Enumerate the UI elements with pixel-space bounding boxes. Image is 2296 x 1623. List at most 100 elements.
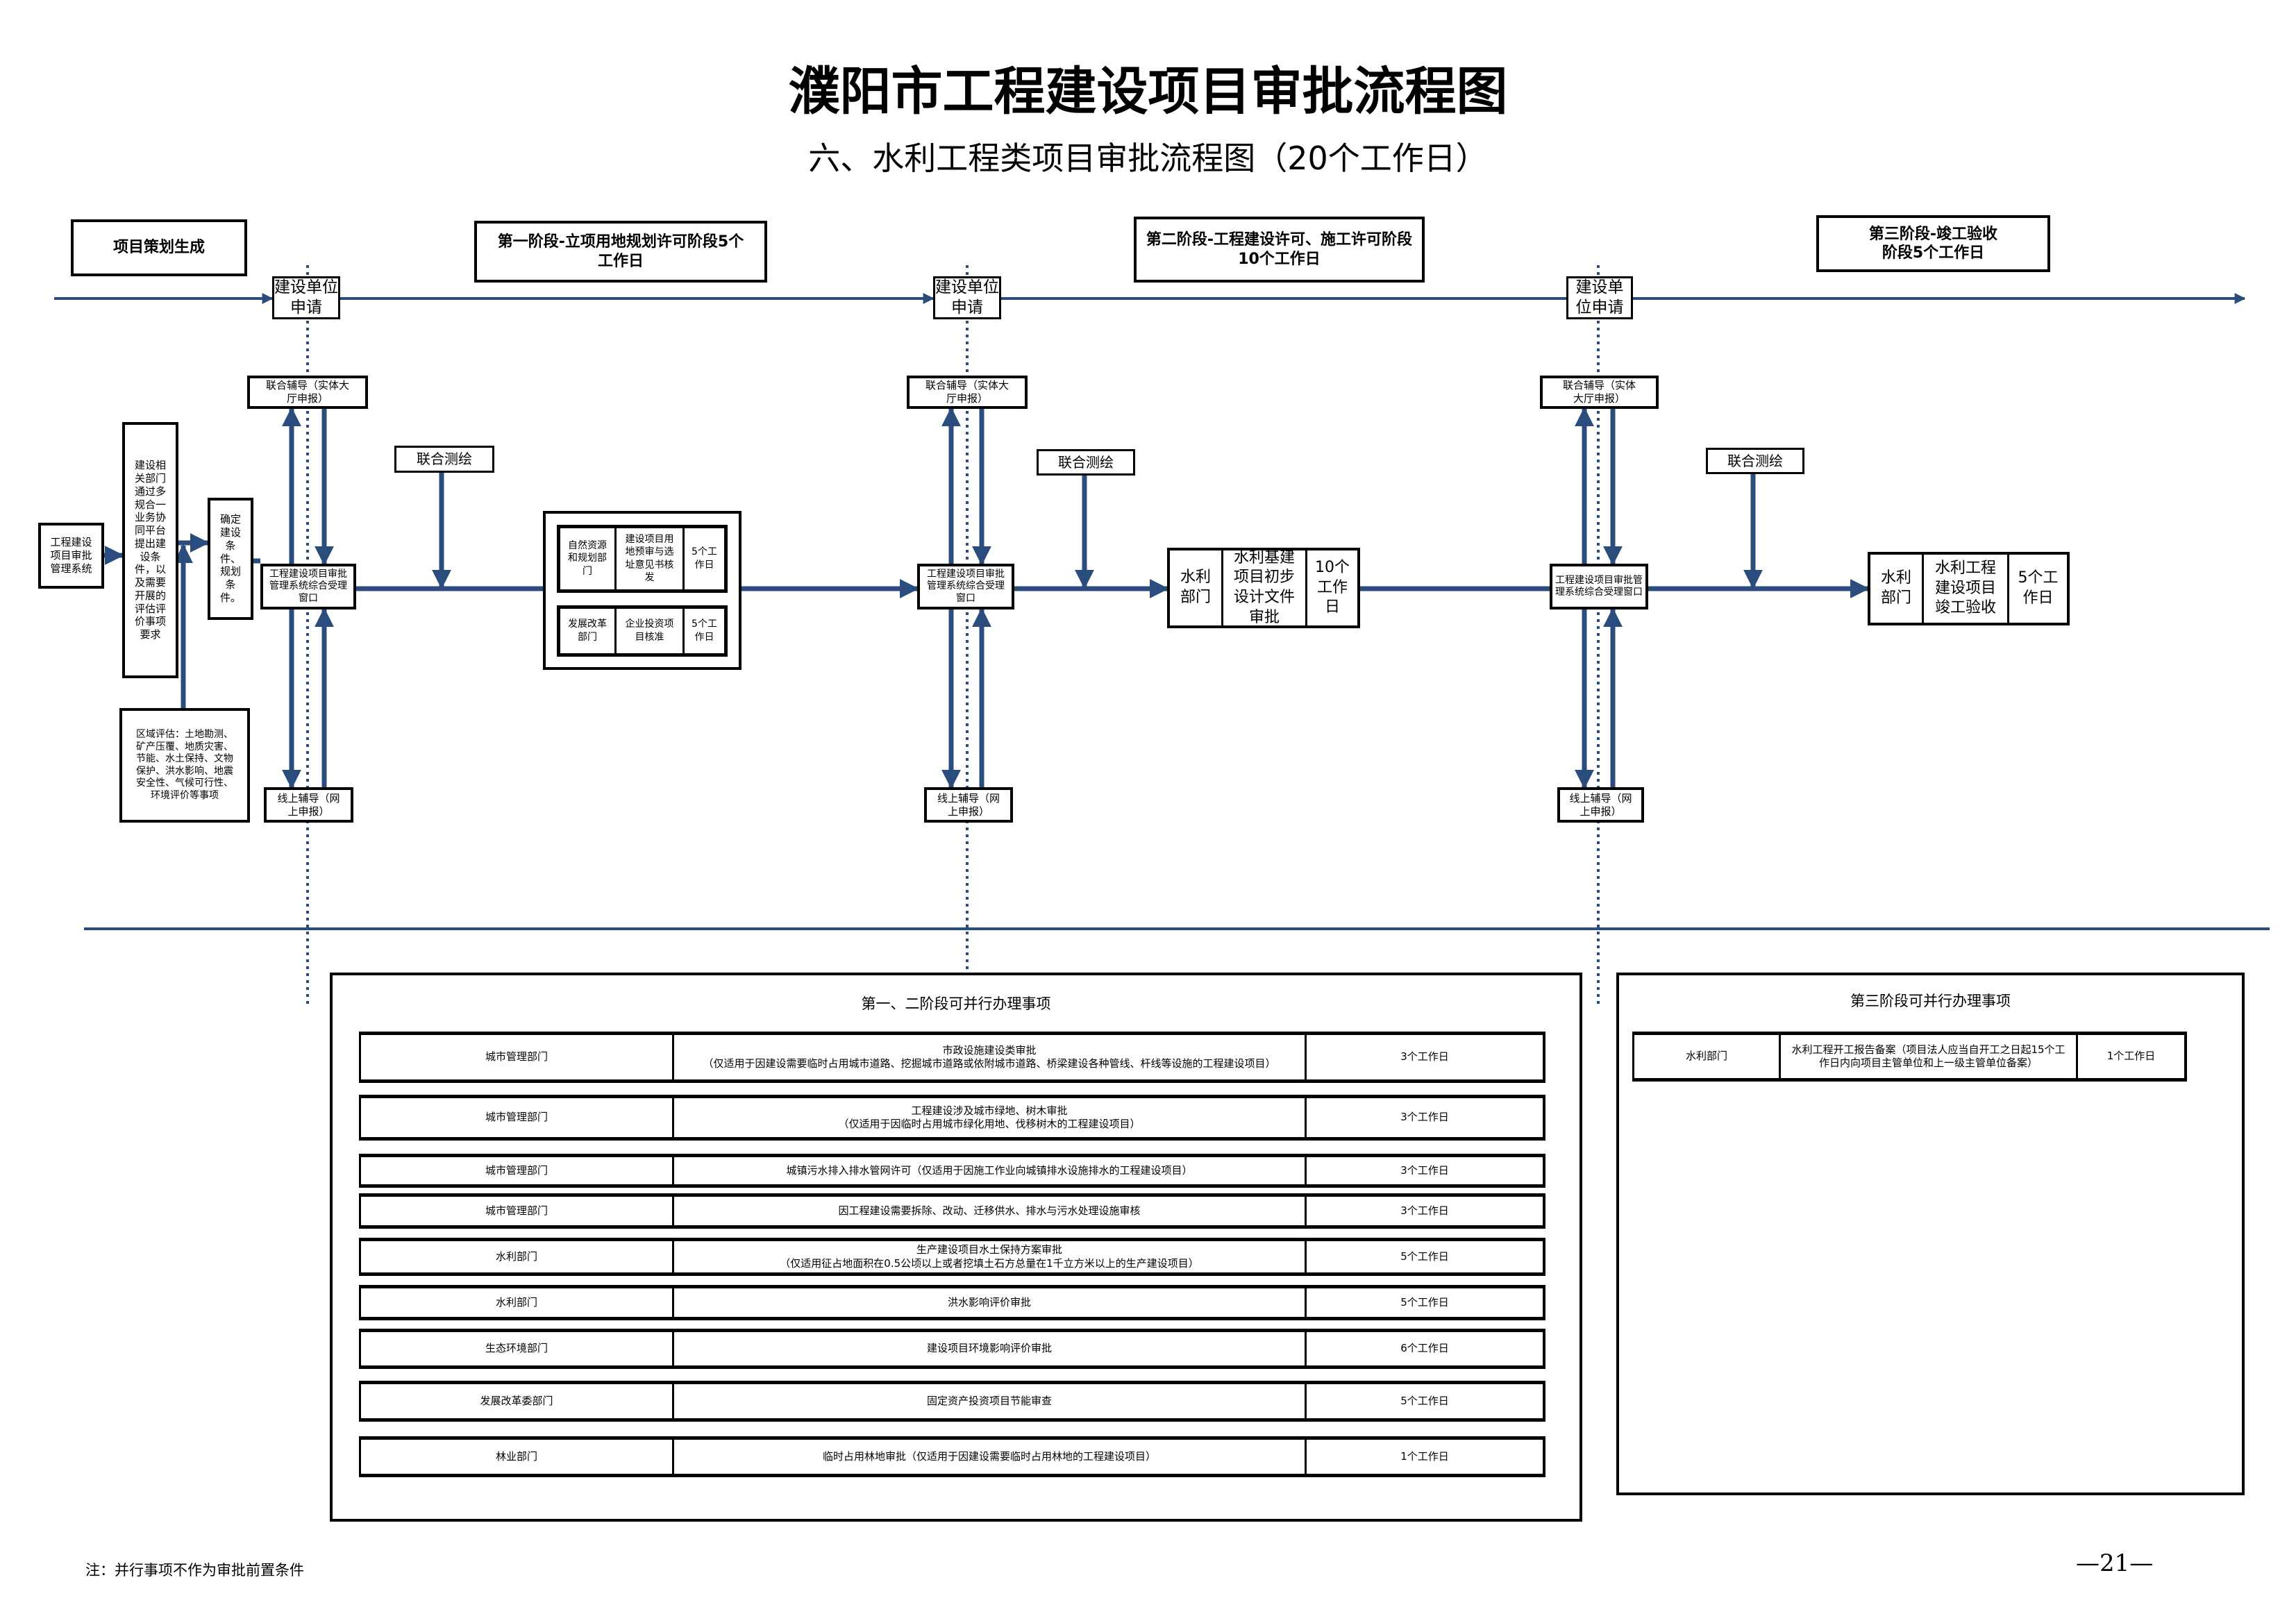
- days-text: 3个工作日: [1400, 1050, 1449, 1063]
- online-guidance-3: 线上辅导（网上申报）: [1557, 787, 1644, 823]
- offline-guidance-2: 联合辅导（实体大厅申报）: [907, 376, 1028, 409]
- item-text: 生产建设项目水土保持方案审批: [916, 1243, 1062, 1256]
- item-text: 临时占用林地审批（仅适用于因建设需要临时占用林地的工程建设项目）: [822, 1449, 1156, 1463]
- approval-system-box: 工程建设项目审批管理系统: [38, 523, 104, 589]
- item-text: 城镇污水排入排水管网许可（仅适用于因施工作业向城镇排水设施排水的工程建设项目）: [786, 1163, 1193, 1177]
- item-note: （仅适用征占地面积在0.5公顷以上或者挖填土石方总量在1千立方米以上的生产建设项…: [780, 1256, 1199, 1270]
- parallel12-dept: 城市管理部门: [361, 1035, 672, 1079]
- joint-survey-1: 联合测绘: [394, 446, 494, 473]
- stage1-item-row: 自然资源和规划部门 建设项目用地预审与选址意见书核发 5个工作日: [557, 524, 728, 593]
- days-text: 5个工作日: [1400, 1250, 1449, 1263]
- stage1-item-name: 建设项目用地预审与选址意见书核发: [614, 528, 682, 589]
- dept-text: 城市管理部门: [485, 1204, 548, 1217]
- acceptance-window-2: 工程建设项目审批管理系统综合受理窗口: [917, 564, 1014, 609]
- item-text: 因工程建设需要拆除、改动、迁移供水、排水与污水处理设施审核: [838, 1204, 1141, 1217]
- dept-text: 城市管理部门: [485, 1163, 548, 1177]
- stage1-items-container: 自然资源和规划部门 建设项目用地预审与选址意见书核发 5个工作日 发展改革部门 …: [543, 511, 741, 670]
- parallel12-row: 林业部门 临时占用林地审批（仅适用于因建设需要临时占用林地的工程建设项目） 1个工作…: [359, 1436, 1545, 1477]
- days-text: 3个工作日: [1400, 1163, 1449, 1177]
- parallel12-item: 建设项目环境影响评价审批: [672, 1332, 1305, 1365]
- online-guidance-2: 线上辅导（网上申报）: [924, 787, 1013, 823]
- parallel12-row: 水利部门 生产建设项目水土保持方案审批（仅适用征占地面积在0.5公顷以上或者挖填土…: [359, 1238, 1545, 1276]
- parallel12-item: 固定资产投资项目节能审查: [672, 1384, 1305, 1418]
- parallel12-row: 城市管理部门 城镇污水排入排水管网许可（仅适用于因施工作业向城镇排水设施排水的工程…: [359, 1154, 1545, 1188]
- offline-guidance-3: 联合辅导（实体大厅申报）: [1540, 376, 1659, 409]
- stage1-item-row: 发展改革部门 企业投资项目核准 5个工作日: [557, 605, 728, 657]
- parallel12-dept: 水利部门: [361, 1288, 672, 1317]
- apply-box-1: 建设单位申请: [272, 276, 340, 319]
- days-text: 1个工作日: [1400, 1449, 1449, 1463]
- item-note: （仅适用于因临时占用城市绿化用地、伐移树木的工程建设项目）: [838, 1118, 1141, 1130]
- stage2-item: 水利部门 水利基建项目初步设计文件审批 10个工作日: [1167, 548, 1360, 628]
- page-number: —21—: [2076, 1549, 2154, 1577]
- stage3-header-line2: 阶段5个工作日: [1882, 244, 1985, 262]
- acceptance-window-1: 工程建设项目审批管理系统综合受理窗口: [260, 564, 356, 609]
- item-text: 工程建设涉及城市绿地、树木审批: [911, 1104, 1068, 1117]
- parallel-panel-stage12-title: 第一、二阶段可并行办理事项: [861, 995, 1051, 1012]
- parallel12-row: 城市管理部门 工程建设涉及城市绿地、树木审批（仅适用于因临时占用城市绿化用地、伐移…: [359, 1095, 1545, 1141]
- conditions-box: 确定建设条件、规划条件。: [208, 498, 253, 620]
- parallel12-days: 3个工作日: [1305, 1035, 1543, 1079]
- dept-text: 城市管理部门: [485, 1111, 548, 1124]
- dept-text: 生态环境部门: [485, 1342, 548, 1355]
- parallel-panel-stage12: [330, 973, 1582, 1522]
- stage2-item-dept: 水利部门: [1180, 569, 1211, 606]
- parallel12-dept: 水利部门: [361, 1241, 672, 1272]
- parallel12-days: 5个工作日: [1305, 1288, 1543, 1317]
- parallel12-days: 3个工作日: [1305, 1157, 1543, 1184]
- dept-text: 水利部门: [495, 1295, 537, 1309]
- days-text: 3个工作日: [1400, 1111, 1449, 1124]
- stage3-item: 水利部门 水利工程建设项目竣工验收 5个工作日: [1868, 552, 2070, 625]
- parallel12-item: 生产建设项目水土保持方案审批（仅适用征占地面积在0.5公顷以上或者挖填土石方总量…: [672, 1241, 1305, 1272]
- parallel12-row: 城市管理部门 市政设施建设类审批（仅适用于因建设需要临时占用城市道路、挖掘城市道路…: [359, 1032, 1545, 1083]
- apply-box-2: 建设单位申请: [933, 276, 1001, 319]
- parallel12-days: 5个工作日: [1305, 1384, 1543, 1418]
- dept-text: 发展改革委部门: [480, 1394, 553, 1407]
- item-text: 固定资产投资项目节能审查: [926, 1394, 1052, 1407]
- parallel12-dept: 发展改革委部门: [361, 1384, 672, 1418]
- stage2-header-line1: 第二阶段-工程建设许可、施工许可阶段: [1146, 231, 1413, 249]
- parallel12-dept: 生态环境部门: [361, 1332, 672, 1365]
- departments-box: 建设相关部门通过多规合一业务协同平台提出建设条件，以及需要开展的评估评价事项要求: [122, 422, 178, 678]
- parallel3-dept: 水利部门: [1685, 1050, 1727, 1063]
- parallel12-item: 因工程建设需要拆除、改动、迁移供水、排水与污水处理设施审核: [672, 1197, 1305, 1225]
- apply-box-3: 建设单位申请: [1566, 276, 1633, 319]
- parallel12-days: 6个工作日: [1305, 1332, 1543, 1365]
- dept-text: 林业部门: [495, 1449, 537, 1463]
- parallel12-item: 洪水影响评价审批: [672, 1288, 1305, 1317]
- stage2-header-line2: 10个工作日: [1238, 250, 1321, 268]
- parallel12-dept: 城市管理部门: [361, 1098, 672, 1137]
- online-guidance-1: 线上辅导（网上申报）: [264, 787, 353, 823]
- stage2-item-name: 水利基建项目初步设计文件审批: [1221, 549, 1305, 626]
- joint-survey-3: 联合测绘: [1706, 448, 1804, 474]
- parallel12-days: 3个工作日: [1305, 1098, 1543, 1137]
- days-text: 5个工作日: [1400, 1394, 1449, 1407]
- parallel3-item: 水利工程开工报告备案（项目法人应当自开工之日起15个工作日内向项目主管单位和上一…: [1779, 1035, 2076, 1078]
- footer-note: 注：并行事项不作为审批前置条件: [85, 1562, 304, 1579]
- parallel12-item: 临时占用林地审批（仅适用于因建设需要临时占用林地的工程建设项目）: [672, 1440, 1305, 1474]
- parallel12-dept: 林业部门: [361, 1440, 672, 1474]
- parallel12-dept: 城市管理部门: [361, 1197, 672, 1225]
- stage1-item-days: 5个工作日: [682, 528, 724, 589]
- parallel12-item: 市政设施建设类审批（仅适用于因建设需要临时占用城市道路、挖掘城市道路或依附城市道…: [672, 1035, 1305, 1079]
- page-subtitle: 六、水利工程类项目审批流程图（20个工作日）: [808, 140, 1488, 177]
- joint-survey-2: 联合测绘: [1037, 449, 1135, 476]
- dept-text: 水利部门: [495, 1250, 537, 1263]
- dept-text: 城市管理部门: [485, 1050, 548, 1063]
- parallel12-item: 工程建设涉及城市绿地、树木审批（仅适用于因临时占用城市绿化用地、伐移树木的工程建…: [672, 1098, 1305, 1137]
- parallel12-dept: 城市管理部门: [361, 1157, 672, 1184]
- parallel3-days: 1个工作日: [2076, 1035, 2184, 1078]
- stage1-item-dept: 发展改革部门: [568, 619, 607, 643]
- stage3-header: 第三阶段-竣工验收 阶段5个工作日: [1816, 215, 2050, 272]
- item-note: （仅适用于因建设需要临时占用城市道路、挖掘城市道路或依附城市道路、桥梁建设各种管…: [703, 1057, 1276, 1070]
- days-text: 5个工作日: [1400, 1295, 1449, 1309]
- parallel12-days: 1个工作日: [1305, 1440, 1543, 1474]
- regional-assessment-box: 区域评估：土地勘测、矿产压覆、地质灾害、节能、水土保持、文物保护、洪水影响、地震…: [119, 708, 250, 823]
- stage2-item-days: 10个工作日: [1305, 550, 1357, 625]
- item-text: 洪水影响评价审批: [947, 1295, 1031, 1309]
- offline-guidance-1: 联合辅导（实体大厅申报）: [247, 376, 368, 409]
- stage1-item-days: 5个工作日: [682, 608, 724, 653]
- parallel-panel-stage3: [1616, 973, 2245, 1495]
